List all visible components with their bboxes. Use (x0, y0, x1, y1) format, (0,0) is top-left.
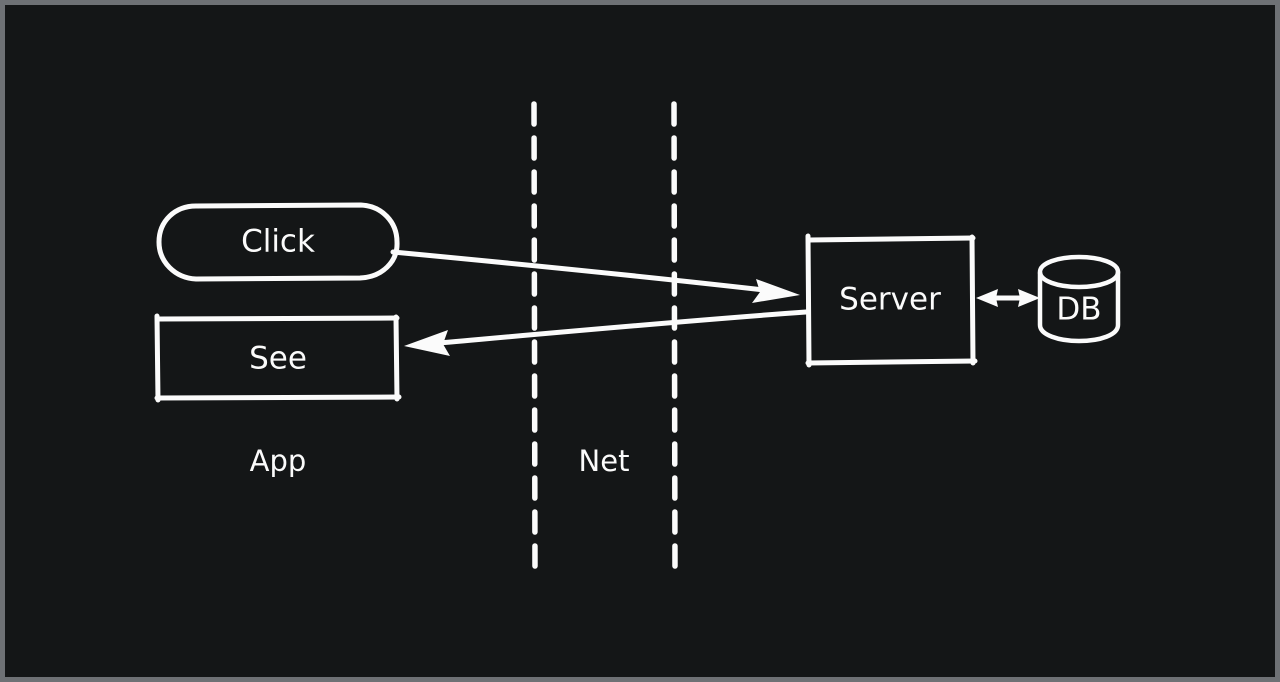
diagram-canvas-surface[interactable]: Click See Server (5, 5, 1275, 677)
node-db-body-outline (1037, 269, 1121, 344)
diagram-svg-root: Click See Server (154, 101, 1121, 576)
node-see-outline (156, 315, 400, 322)
node-server-label: Server (839, 282, 941, 318)
edge-server-db-link[interactable] (976, 289, 1040, 307)
zone-label-net: Net (579, 444, 630, 478)
node-server[interactable]: Server (805, 233, 978, 368)
node-see-outline-right (393, 314, 400, 402)
node-see-outline-bottom (154, 394, 402, 401)
node-click-outline (156, 202, 400, 282)
edge-server-db-arrowhead-left-icon (976, 289, 998, 307)
node-server-outline-bottom (805, 358, 978, 366)
zone-divider-group (531, 101, 678, 576)
node-db-label: DB (1056, 292, 1101, 328)
zone-divider-left-icon (531, 101, 538, 576)
edge-server-to-see-arrowhead-icon (404, 330, 450, 356)
node-see-outline-left (154, 313, 161, 403)
node-server-outline-left (805, 233, 812, 368)
node-server-outline-top (806, 235, 976, 243)
edge-server-to-see-line (425, 309, 809, 347)
zone-divider-right-icon (671, 101, 678, 576)
node-see-label: See (249, 341, 307, 377)
node-db-top-ellipse-icon (1037, 254, 1121, 290)
node-click[interactable]: Click (156, 202, 400, 282)
edge-click-to-server-arrowhead-icon (752, 279, 800, 303)
zone-label-app: App (250, 444, 307, 478)
node-click-label: Click (241, 224, 315, 260)
node-server-outline-right (969, 234, 976, 366)
node-db[interactable]: DB (1037, 254, 1121, 344)
edge-click-to-server[interactable] (390, 249, 800, 303)
edge-click-to-server-line (390, 249, 785, 295)
edge-server-to-see[interactable] (404, 309, 809, 356)
node-see[interactable]: See (154, 313, 402, 403)
edge-server-db-arrowhead-right-icon (1018, 289, 1040, 307)
